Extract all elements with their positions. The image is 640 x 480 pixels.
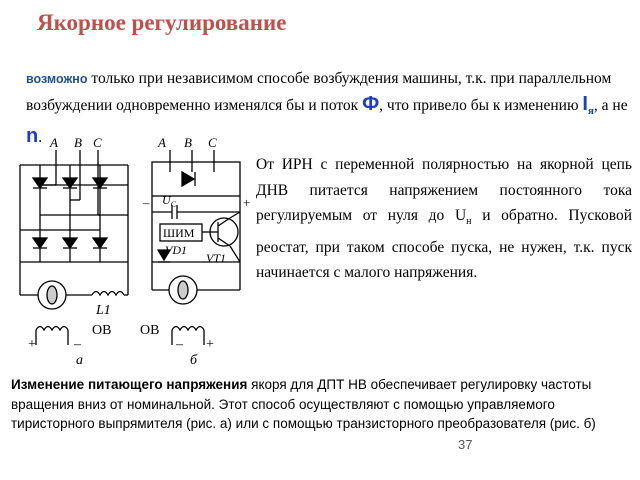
diagram-b-minus: – — [175, 337, 184, 352]
diagram-a-phase-b: B — [74, 135, 82, 150]
diagram-b-plus-top: + — [243, 195, 250, 210]
diagram-b-minus-top: – — [142, 195, 150, 210]
diagram-b-phase-b: B — [184, 135, 192, 150]
page-number: 37 — [458, 437, 473, 452]
explanation-paragraph: От ИРН с переменной полярностью на якорн… — [256, 152, 632, 286]
diagram-b-phase-a: A — [157, 135, 166, 150]
diagram-a-phase-c: C — [93, 135, 102, 150]
intro-text-3: , а не — [593, 97, 628, 114]
current-symbol: I — [582, 93, 588, 115]
diagram-b-plus: + — [206, 337, 214, 352]
diagram-a-caption: а — [76, 353, 83, 368]
speed-symbol: n — [26, 125, 39, 148]
diagram-b — [151, 150, 241, 345]
summary-text: якоря для ДПТ НВ обеспечивает регулировк… — [11, 377, 596, 431]
diagram-a-minus: – — [73, 337, 82, 352]
diagram-b-transistor-label: VT1 — [206, 251, 226, 265]
diagram-b-pwm-label: ШИМ — [163, 226, 195, 240]
nominal-subscript: н — [466, 216, 472, 228]
diagram-b-field-winding: ОВ — [140, 323, 159, 338]
diagram-a — [19, 150, 129, 345]
intro-text-2: , что привело бы к изменению — [379, 97, 583, 114]
diagram-a-field-winding: ОВ — [92, 323, 111, 338]
explanation-text-1: От ИРН с переменной полярностью на якорн… — [256, 156, 632, 225]
diagram-a-inductor-label: L1 — [95, 303, 111, 318]
summary-bold-lead: Изменение питающего напряжения — [11, 377, 248, 392]
explanation-text-2: и обратно. Пусковой реостат, при таком с… — [256, 207, 632, 282]
current-subscript: я — [587, 105, 594, 118]
diagram-a-plus: + — [28, 337, 36, 352]
summary-paragraph: Изменение питающего напряжения якоря для… — [11, 375, 633, 434]
intro-text-4: . — [38, 129, 43, 147]
diagram-b-phase-c: C — [208, 135, 217, 150]
diagram-a-phase-a: A — [49, 135, 58, 150]
intro-lead-word: возможно — [26, 72, 88, 86]
diagram-b-caption: б — [190, 353, 198, 368]
diagram-b-diode-label: VD1 — [165, 243, 187, 257]
page-title: Якорное регулирование — [37, 10, 287, 35]
phi-symbol: Ф — [362, 93, 380, 115]
intro-text-1: только при независимом способе возбужден… — [26, 70, 612, 114]
diagram-b-capacitor-label: UC — [162, 193, 177, 209]
intro-paragraph: возможно только при независимом способе … — [26, 66, 630, 150]
